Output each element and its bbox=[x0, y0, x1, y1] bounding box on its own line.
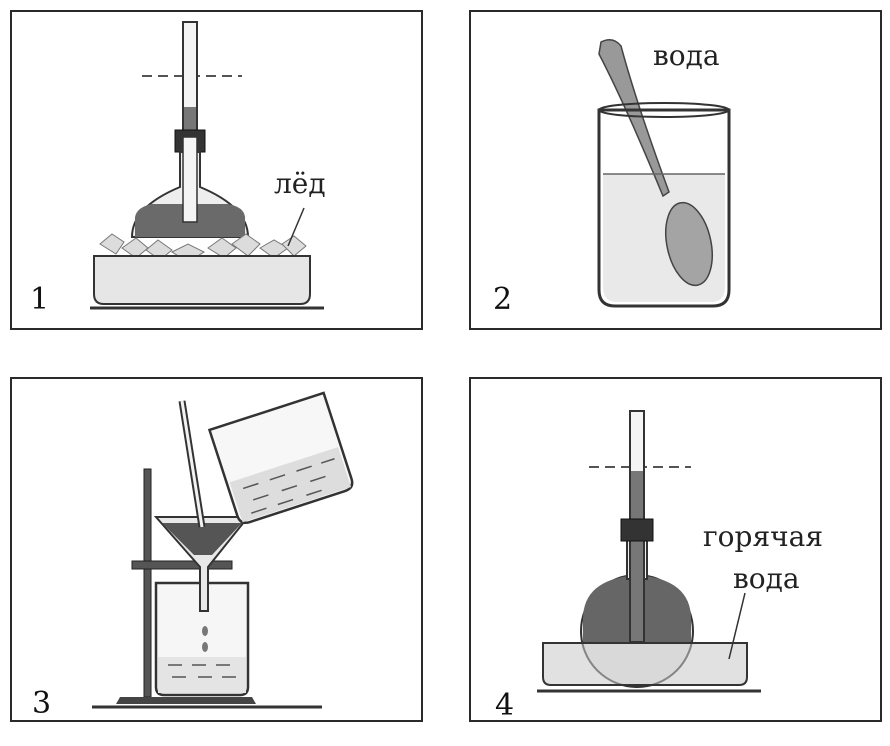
drop bbox=[202, 626, 208, 636]
panel-4-hot-water: 4 горячая вода bbox=[469, 377, 882, 722]
filtrate-dashes bbox=[168, 664, 236, 678]
hot-water-tray bbox=[542, 642, 748, 686]
panel-4-drawing bbox=[537, 410, 761, 693]
stopper bbox=[620, 518, 654, 542]
stand-rod bbox=[143, 468, 152, 698]
glass bbox=[597, 108, 731, 308]
panel-number: 2 bbox=[493, 282, 513, 317]
water-label: вода bbox=[653, 39, 720, 72]
panel-1-drawing bbox=[90, 21, 324, 310]
panel-3-drawing bbox=[92, 391, 354, 709]
pouring-beaker bbox=[207, 391, 354, 525]
spoon-handle bbox=[598, 39, 670, 198]
panel-2-drawing bbox=[597, 39, 731, 308]
clamp-ring bbox=[131, 560, 233, 570]
panel-number: 1 bbox=[30, 282, 50, 317]
drop bbox=[202, 642, 208, 652]
panel-2-glass-spoon: 2 вода bbox=[469, 10, 882, 330]
panel-1-ice-cooling: 1 лёд bbox=[10, 10, 423, 330]
glass-rim bbox=[598, 102, 730, 118]
panel-number: 3 bbox=[32, 686, 52, 721]
label-pointer bbox=[728, 592, 746, 660]
glass-rod-highlight bbox=[180, 400, 204, 528]
liquid-column bbox=[631, 471, 643, 641]
panel-number: 4 bbox=[495, 688, 515, 723]
hot-label-line2: вода bbox=[733, 562, 800, 595]
ice-tray bbox=[93, 255, 311, 305]
panel-3-filtration: 3 bbox=[10, 377, 423, 722]
stand-base bbox=[116, 697, 256, 704]
label-pointer bbox=[287, 207, 305, 247]
hot-label-line1: горячая bbox=[703, 520, 823, 553]
filtrate bbox=[158, 657, 246, 693]
ice-label: лёд bbox=[274, 167, 326, 200]
tube-inside-flask bbox=[182, 136, 198, 223]
spoon-bowl bbox=[665, 201, 713, 287]
filter-paper-liquid bbox=[162, 523, 242, 555]
